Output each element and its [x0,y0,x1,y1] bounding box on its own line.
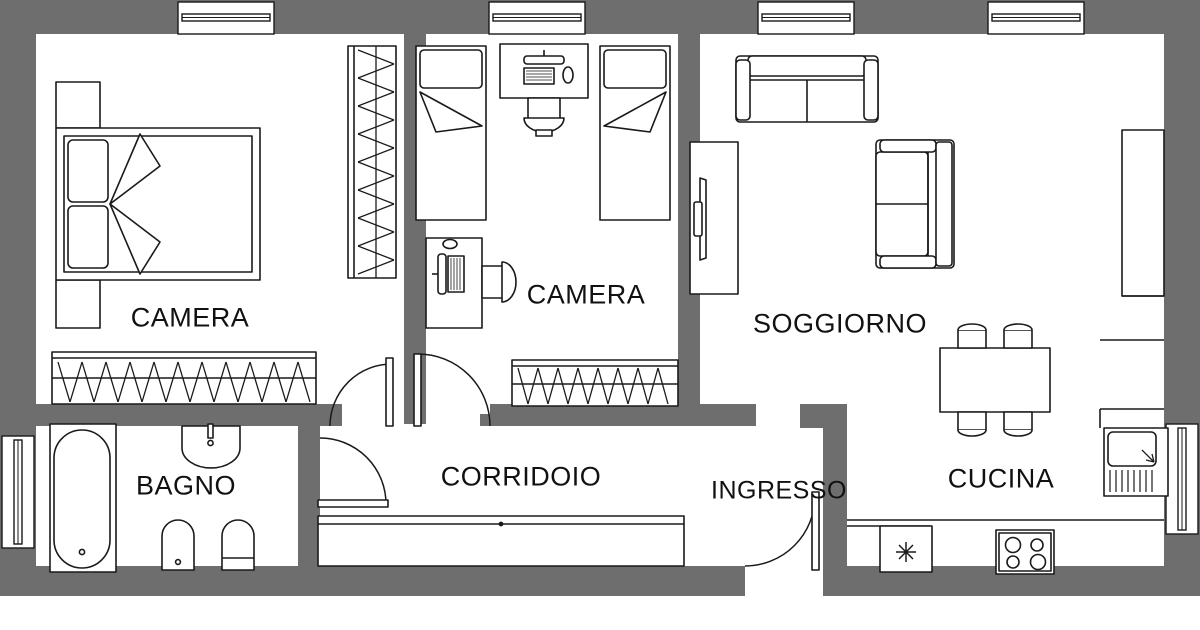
wardrobe-vertical [347,45,397,279]
room-label-bagno: BAGNO [135,470,237,501]
single-bed-right [599,45,671,221]
room-label-camera-1: CAMERA [130,302,250,333]
room-label-corridoio: CORRIDOIO [440,461,602,492]
room-label-cucina: CUCINA [947,463,1055,494]
desk-left-with-monitor [425,237,483,329]
kitchen-sink [1103,427,1169,497]
entry-door-opening [745,566,823,600]
nightstand-top [55,81,101,129]
wardrobe-horizontal [51,351,317,405]
door-jamb-camera1 [320,414,330,426]
armchair-sofa [875,139,955,269]
room-label-camera-2: CAMERA [526,279,646,310]
wall-bagno-east [298,426,320,566]
furniture-layer [49,43,1169,575]
door-ingresso[interactable] [744,491,820,571]
washing-machine [879,525,933,573]
dining-chairs [957,323,1033,437]
door-jamb-camera2 [480,414,490,426]
cooktop-four-burner [995,529,1055,575]
wall-corridoio-north-right [700,404,756,426]
sofa-two-seat [735,55,879,123]
wardrobe-camera2-bottom [511,359,679,407]
office-chair-top [523,97,565,137]
dining-table [939,347,1051,413]
window-camera2-north [488,1,586,35]
bathtub [49,423,117,573]
washbasin [181,423,241,469]
wall-ingresso-cucina-head [800,404,847,428]
room-label-ingresso: INGRESSO [711,476,847,505]
door-bagno[interactable] [317,437,389,508]
tv-wall-unit [689,141,739,295]
wall-camera1-south [36,404,320,426]
bottom-outer-strip [0,596,1200,630]
room-label-soggiorno: SOGGIORNO [752,308,928,339]
wall-ingresso-cucina [823,404,847,566]
toilet [161,519,195,571]
door-camera2[interactable] [413,353,491,427]
window-cucina-east [1165,423,1199,535]
tall-cabinet-east [1100,129,1165,341]
nightstand-bottom [55,279,101,329]
single-bed-left [415,45,487,221]
window-bagno-west [1,435,35,549]
hall-closet [317,515,685,567]
office-chair-left [481,261,517,303]
desk-top-with-monitor [499,43,589,99]
bottom-wall-mass-left [0,566,745,596]
wall-camera2-south [490,404,700,426]
window-soggiorno-north-right [987,1,1085,35]
double-bed [55,127,261,281]
window-camera1-north [177,1,275,35]
window-soggiorno-north-left [757,1,855,35]
door-camera1[interactable] [329,357,394,427]
bidet [221,519,255,571]
partition-camera2-soggiorno [678,34,700,418]
